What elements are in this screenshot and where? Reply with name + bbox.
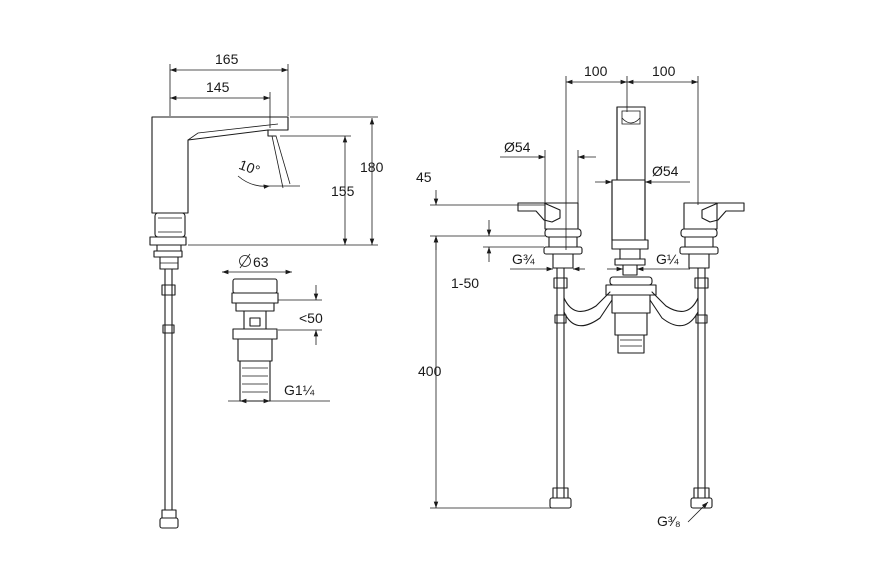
dim-180: 180 xyxy=(360,159,384,175)
dim-165: 165 xyxy=(215,51,239,67)
dim-hose-length: 400 xyxy=(418,363,442,379)
dim-spout-diameter: Ø54 xyxy=(652,163,679,179)
dim-waste-stroke: <50 xyxy=(299,310,323,326)
dim-145: 145 xyxy=(206,79,230,95)
svg-text:63: 63 xyxy=(253,254,269,270)
dim-popup-thread: G¼ xyxy=(656,251,679,267)
dimension-labels: 165 145 180 155 10° 63 <50 G1¼ 100 100 Ø… xyxy=(206,51,681,529)
dim-spacing-left: 100 xyxy=(584,63,608,79)
dim-angle: 10° xyxy=(237,156,262,178)
dim-handle-diameter: Ø54 xyxy=(504,139,531,155)
dim-handle-height: 45 xyxy=(416,169,432,185)
dim-deck-range: 1-50 xyxy=(451,275,479,291)
dim-waste-diameter: 63 xyxy=(239,253,269,270)
dim-inlet-thread: G¾ xyxy=(512,251,535,267)
faucet-front-view xyxy=(430,76,745,523)
faucet-side-view xyxy=(149,64,378,529)
dim-hose-thread: G³⁄₈ xyxy=(657,513,681,529)
dim-155: 155 xyxy=(331,183,355,199)
dim-spacing-right: 100 xyxy=(652,63,676,79)
waste-valve-view xyxy=(222,269,330,404)
dim-waste-thread: G1¼ xyxy=(284,382,315,398)
